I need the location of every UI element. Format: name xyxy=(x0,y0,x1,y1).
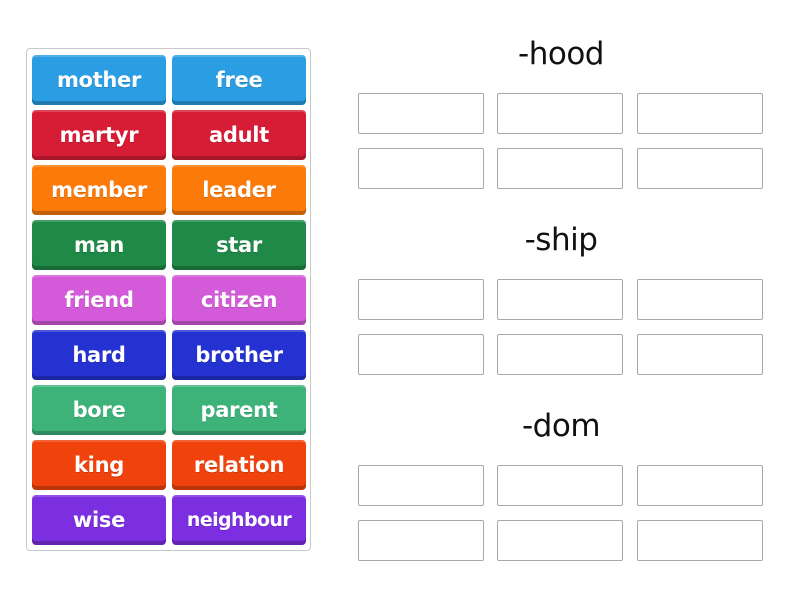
drop-slot-ship[interactable] xyxy=(637,279,763,320)
word-tile[interactable]: friend xyxy=(32,275,166,325)
drop-slot-hood[interactable] xyxy=(637,148,763,189)
word-tile[interactable]: man xyxy=(32,220,166,270)
group-title-ship: -ship xyxy=(524,222,598,258)
drop-slot-ship[interactable] xyxy=(358,279,484,320)
drop-slot-dom[interactable] xyxy=(358,520,484,561)
word-tile[interactable]: hard xyxy=(32,330,166,380)
drop-slot-hood[interactable] xyxy=(358,148,484,189)
word-tile[interactable]: mother xyxy=(32,55,166,105)
drop-slot-dom[interactable] xyxy=(637,465,763,506)
drop-slot-hood[interactable] xyxy=(358,93,484,134)
drop-slot-hood[interactable] xyxy=(497,93,623,134)
word-tile[interactable]: member xyxy=(32,165,166,215)
drop-slot-hood[interactable] xyxy=(497,148,623,189)
word-tile[interactable]: adult xyxy=(172,110,306,160)
word-tile[interactable]: parent xyxy=(172,385,306,435)
word-tile[interactable]: leader xyxy=(172,165,306,215)
word-tile[interactable]: martyr xyxy=(32,110,166,160)
word-tile[interactable]: relation xyxy=(172,440,306,490)
drop-slot-dom[interactable] xyxy=(497,520,623,561)
drop-slot-dom[interactable] xyxy=(497,465,623,506)
word-tile[interactable]: brother xyxy=(172,330,306,380)
word-tile[interactable]: star xyxy=(172,220,306,270)
word-tile[interactable]: free xyxy=(172,55,306,105)
word-tile[interactable]: citizen xyxy=(172,275,306,325)
drop-slot-dom[interactable] xyxy=(358,465,484,506)
word-tile[interactable]: neighbour xyxy=(172,495,306,545)
group-title-dom: -dom xyxy=(521,408,601,444)
drop-slot-ship[interactable] xyxy=(497,279,623,320)
word-tile[interactable]: bore xyxy=(32,385,166,435)
drop-slot-dom[interactable] xyxy=(637,520,763,561)
drop-slot-hood[interactable] xyxy=(637,93,763,134)
group-title-hood: -hood xyxy=(518,36,604,72)
drop-slot-ship[interactable] xyxy=(637,334,763,375)
word-tile[interactable]: king xyxy=(32,440,166,490)
drop-slot-ship[interactable] xyxy=(358,334,484,375)
word-tile[interactable]: wise xyxy=(32,495,166,545)
drop-slot-ship[interactable] xyxy=(497,334,623,375)
